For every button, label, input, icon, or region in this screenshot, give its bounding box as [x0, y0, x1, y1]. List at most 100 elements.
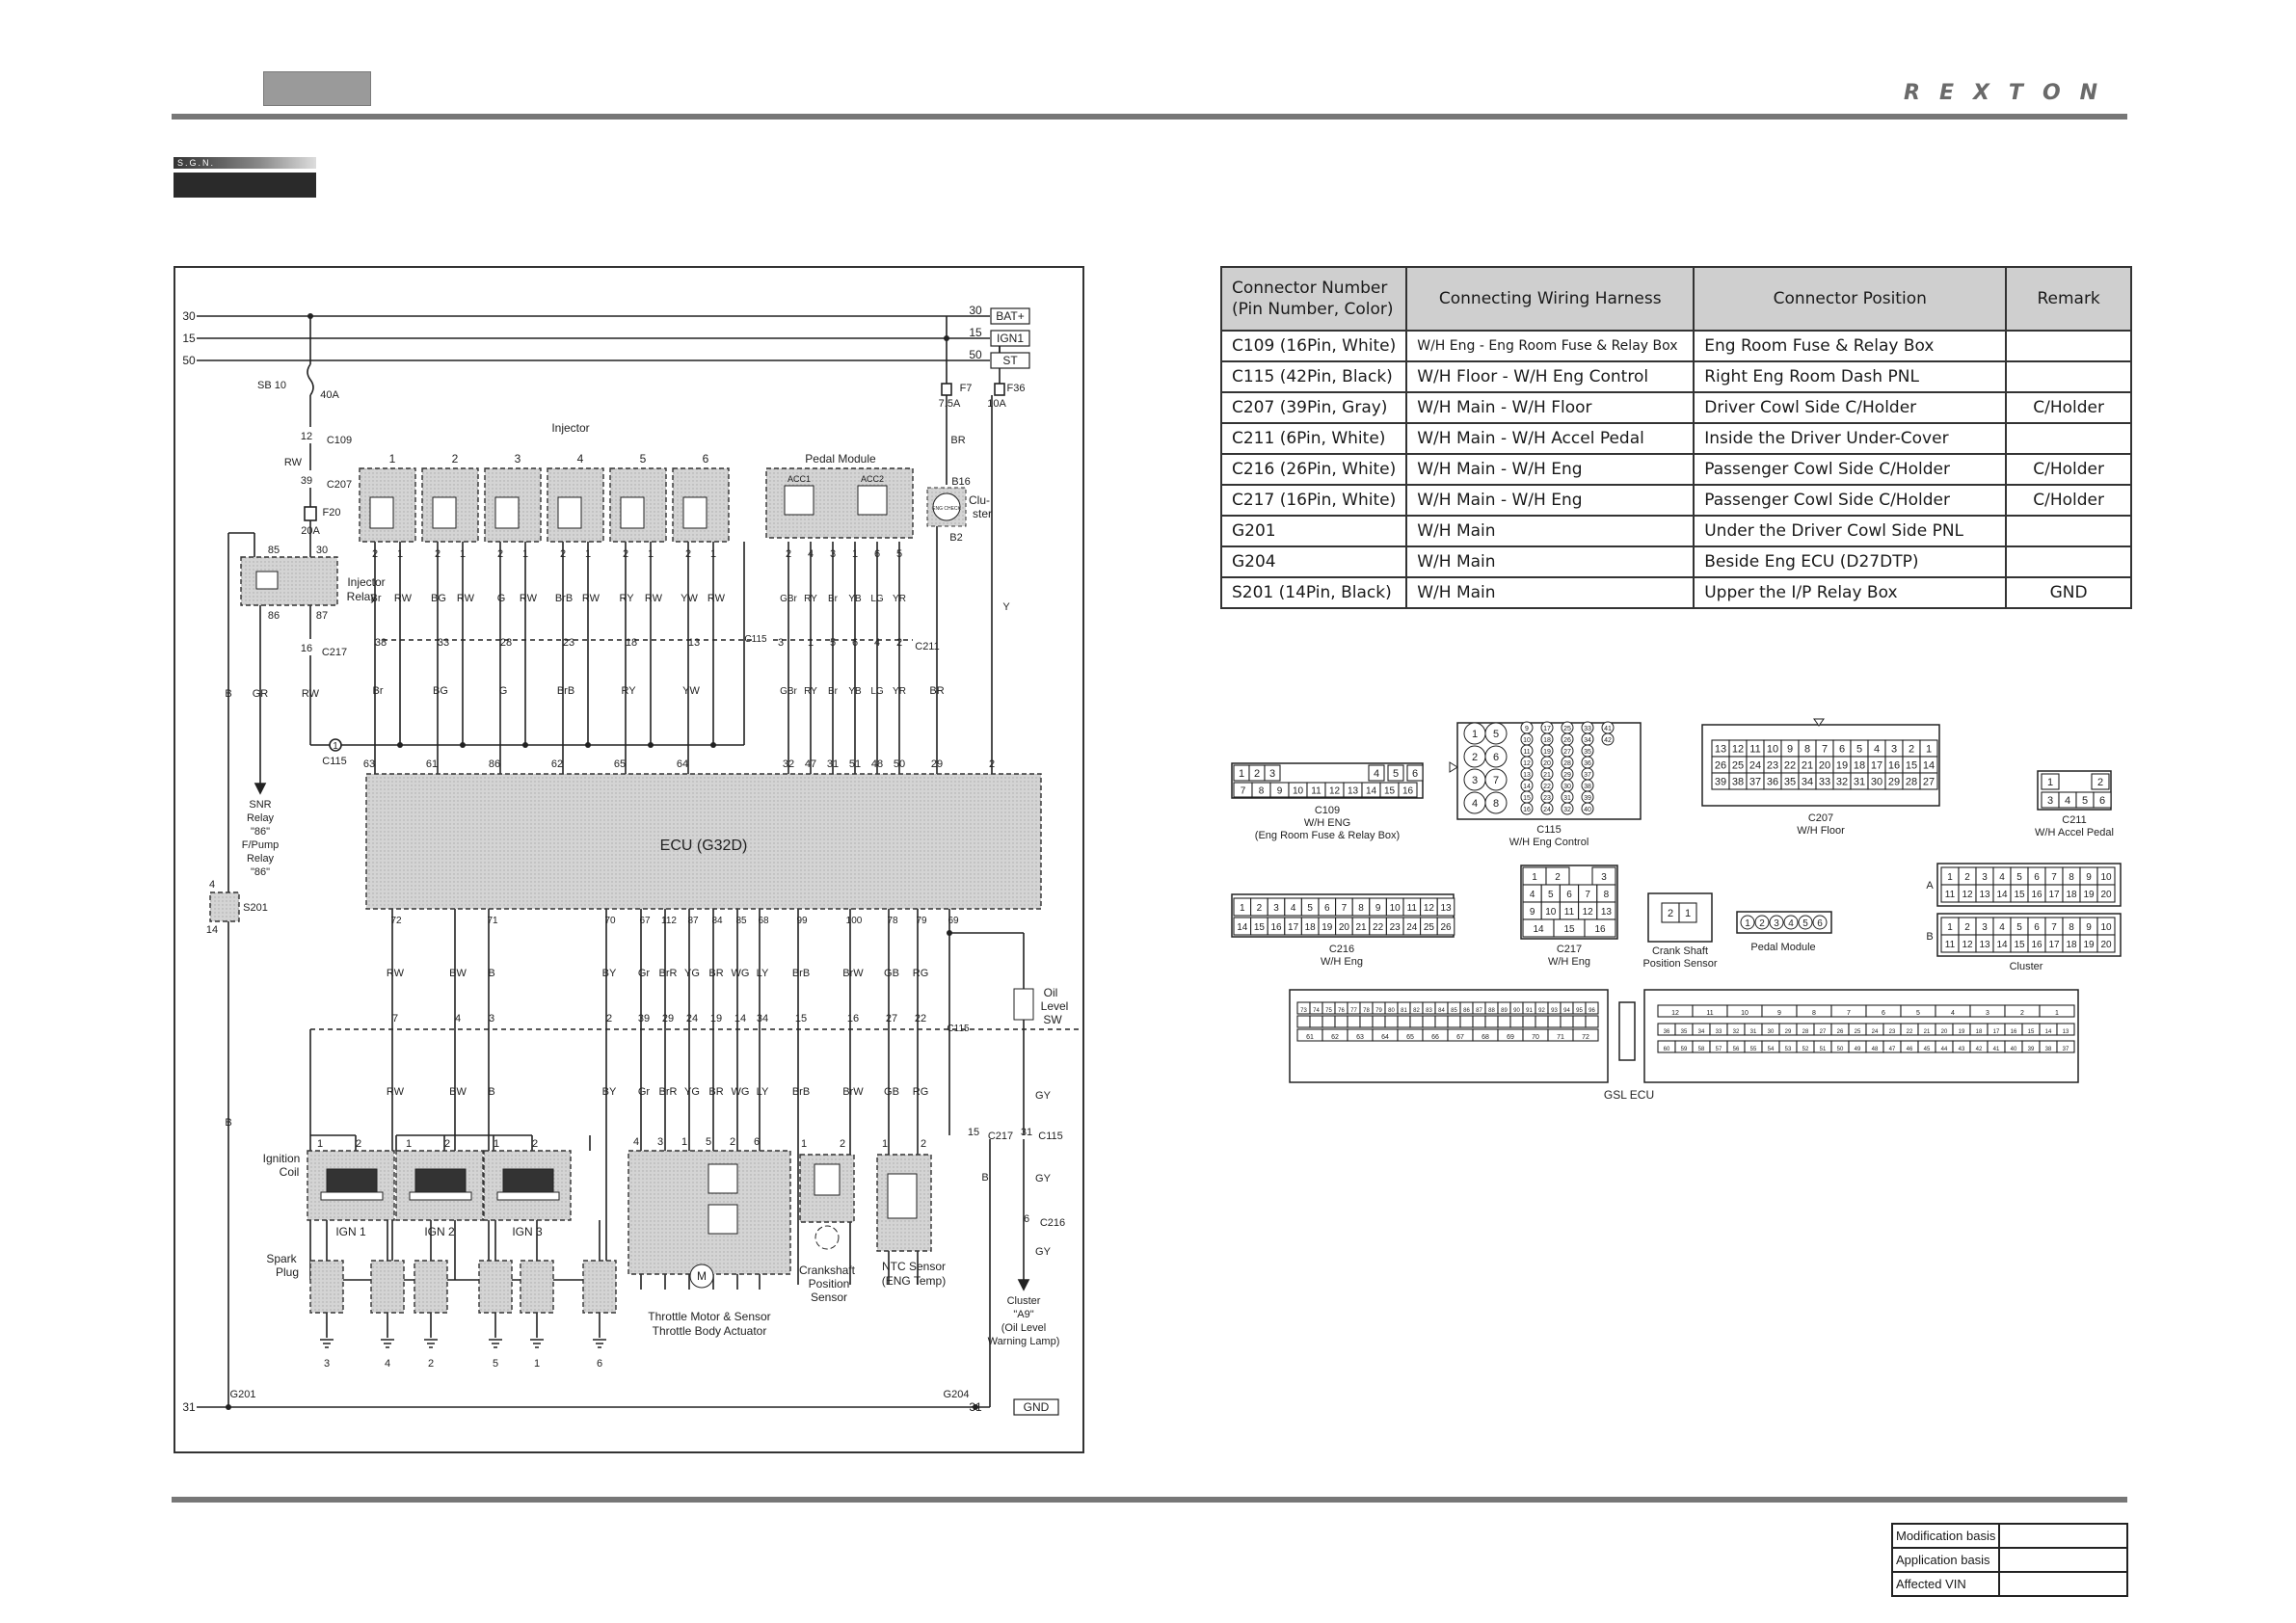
- c115-big-cell: [1484, 791, 1508, 814]
- wire-color-label: BrB: [557, 685, 574, 697]
- gsl-pin: 24: [1872, 1029, 1879, 1035]
- rail-tag-label: BAT+: [996, 309, 1024, 323]
- relay-86-label: 86: [268, 610, 280, 622]
- gsl-pin: 14: [2045, 1029, 2052, 1035]
- wire-color-label: BY: [602, 968, 617, 979]
- wire-color-label: B: [225, 688, 231, 700]
- coil-pin-label: 2: [532, 1138, 538, 1150]
- gsl-cell: [1560, 1015, 1574, 1028]
- connector-table: Connector Number (Pin Number, Color) Con…: [1219, 266, 2132, 609]
- c115-pin: 5: [1493, 729, 1499, 740]
- gsl-pin: 56: [1733, 1047, 1740, 1052]
- f20-amp-label: 20A: [301, 525, 320, 537]
- c109-cell: [1368, 764, 1385, 782]
- ecu-pin-label: 48: [871, 758, 883, 770]
- table-header-position: Connector Position: [1693, 266, 2008, 332]
- gsl-cell: [1384, 1015, 1399, 1028]
- cluster-a9-label: (Oil Level: [1001, 1322, 1046, 1334]
- c217b-label: C217: [988, 1131, 1013, 1142]
- c115-pin: 40: [1584, 807, 1591, 813]
- cluster-pin: 13: [1979, 890, 1990, 900]
- pedal-pin-label: 3: [830, 548, 836, 560]
- sb10-amp-label: 40A: [320, 389, 339, 401]
- c211-pin: 4: [2065, 795, 2070, 807]
- cluster-pin: 4: [1999, 922, 2005, 933]
- coil-pin-label: 1: [317, 1138, 323, 1150]
- gsl-pin: 4: [1951, 1010, 1955, 1017]
- position-cell: Passenger Cowl Side C/Holder: [1693, 484, 2008, 517]
- cluster-pin: 6: [2034, 922, 2040, 933]
- spark-plug-box: [520, 1260, 554, 1314]
- gsl-pin: 6: [1882, 1010, 1885, 1017]
- connector-cell: C211 (6Pin, White): [1219, 422, 1408, 455]
- wire-color-label: RW: [582, 593, 601, 604]
- gsl-pin: 60: [1664, 1047, 1670, 1052]
- c115-pin-label: 16: [847, 1013, 859, 1024]
- c115-small-cell: [1540, 802, 1554, 815]
- injector-pin-label: 2: [435, 548, 441, 560]
- gsl-pin: 33: [1716, 1029, 1722, 1035]
- position-cell: Right Eng Room Dash PNL: [1693, 360, 2008, 393]
- gsl-pin: 18: [1976, 1029, 1983, 1035]
- gsl-pin: 51: [1820, 1047, 1827, 1052]
- rail-tag-label: ST: [1002, 354, 1018, 367]
- wire-color-label: RY: [804, 594, 817, 604]
- injector-pin-label: 1: [522, 548, 528, 560]
- cluster-pin: 2: [1964, 922, 1970, 933]
- c211-label: C211: [915, 641, 939, 652]
- gsl-cell: [1447, 1015, 1461, 1028]
- gsl-pin: 28: [1802, 1029, 1809, 1035]
- section-marker: S.G.N.: [174, 157, 316, 198]
- c216-pin: 4: [1291, 903, 1296, 914]
- c115-pin: 36: [1584, 760, 1591, 767]
- cluster-pin: 10: [2100, 872, 2112, 883]
- remark-cell: C/Holder: [2005, 453, 2132, 486]
- table-header-remark: Remark: [2005, 266, 2132, 332]
- wire-color-label: RW: [302, 688, 320, 700]
- ntc-icon: [887, 1173, 918, 1219]
- wire-color-label: BrW: [842, 1086, 864, 1098]
- injector-num: 4: [577, 452, 584, 466]
- c207-pin: 31: [1854, 777, 1865, 788]
- c207-key: [1813, 718, 1825, 727]
- c207-pin: 35: [1784, 777, 1796, 788]
- gsl-pin: 47: [1889, 1047, 1896, 1052]
- c115-pin: 21: [1543, 772, 1551, 779]
- gsl-pin: 87: [1476, 1008, 1482, 1014]
- c207-pin: 28: [1906, 777, 1917, 788]
- c216-pin: 3: [1273, 903, 1279, 914]
- cluster-pin: 17: [2048, 940, 2060, 950]
- ecu-pin-label: 63: [363, 758, 375, 770]
- ground-icon: [489, 1339, 502, 1348]
- c211-pin: 6: [2099, 795, 2105, 807]
- s201-box: [209, 891, 240, 922]
- gsl-pin: 83: [1426, 1008, 1432, 1014]
- c217-pin: 6: [1566, 890, 1572, 900]
- position-cell: Passenger Cowl Side C/Holder: [1693, 453, 2008, 486]
- crank-cell: [1678, 902, 1697, 923]
- c207-pin: 22: [1784, 760, 1796, 772]
- c115-pin: 7: [1493, 775, 1499, 786]
- wire-color-label: YW: [682, 685, 700, 697]
- crank-label: Position: [809, 1277, 850, 1290]
- cluster-pin: 9: [2086, 922, 2092, 933]
- throttle-pin-label: 5: [706, 1136, 711, 1148]
- injector-coil-icon: [620, 496, 645, 529]
- cluster-pin: 18: [2066, 890, 2077, 900]
- ecu-pin-label: 78: [887, 916, 898, 926]
- remark-cell: C/Holder: [2005, 484, 2132, 517]
- table-header-connector: Connector Number (Pin Number, Color): [1219, 266, 1408, 332]
- c115-pin-label: 39: [638, 1013, 650, 1024]
- injector-pin-label: 2: [497, 548, 503, 560]
- acc2-label: ACC2: [861, 474, 884, 484]
- gsl-pin: 19: [1959, 1029, 1965, 1035]
- c217-pin: 7: [1585, 890, 1590, 900]
- c216-pin: 9: [1375, 903, 1381, 914]
- wire-color-label: RW: [457, 593, 475, 604]
- c216-pin: 22: [1373, 922, 1384, 933]
- crank-pin: 1: [1685, 908, 1691, 919]
- gsl-pin: 34: [1698, 1029, 1705, 1035]
- c109-pin: 6: [1412, 768, 1418, 780]
- c217-pin-label: 16: [301, 643, 312, 654]
